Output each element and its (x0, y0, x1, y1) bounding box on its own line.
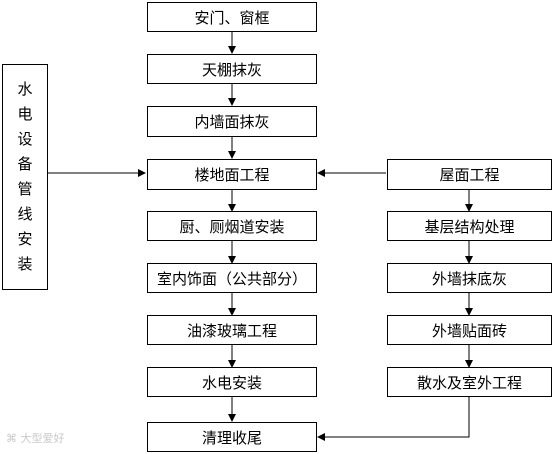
left-box: 水 电 设 备 管 线 安 装 (2, 64, 48, 290)
right-step-5: 散水及室外工程 (387, 367, 552, 397)
right-step-4-label: 外墙贴面砖 (431, 321, 507, 340)
left-box-char: 设 (17, 130, 33, 148)
main-step-9: 清理收尾 (147, 422, 317, 452)
watermark-text: 大型爱好 (20, 432, 65, 445)
watermark-icon: ⌘ (6, 432, 17, 445)
main-step-8-label: 水电安装 (201, 373, 262, 392)
main-step-6-label: 室内饰面（公共部分） (156, 269, 307, 288)
right-step-1-label: 屋面工程 (439, 166, 500, 184)
left-box-char: 备 (17, 155, 33, 173)
left-box-char: 水 (17, 80, 33, 98)
left-box-char: 装 (17, 255, 33, 273)
main-step-1: 安门、窗框 (147, 2, 317, 32)
right-step-2: 基层结构处理 (387, 211, 552, 241)
left-box-char: 电 (17, 105, 33, 123)
main-step-6: 室内饰面（公共部分） (147, 263, 317, 293)
watermark: ⌘ 大型爱好 (6, 430, 65, 446)
main-step-4: 楼地面工程 (147, 159, 317, 190)
main-step-5: 厨、厕烟道安装 (147, 211, 317, 241)
left-box-char: 线 (17, 205, 33, 223)
main-step-9-label: 清理收尾 (201, 428, 262, 447)
main-step-1-label: 安门、窗框 (194, 8, 270, 27)
main-step-4-label: 楼地面工程 (194, 166, 270, 184)
arrow-outdoor-to-cleanup (317, 397, 470, 441)
right-step-4: 外墙贴面砖 (387, 315, 552, 345)
main-step-3-label: 内墙面抹灰 (194, 113, 270, 131)
main-step-7: 油漆玻璃工程 (147, 315, 317, 345)
main-step-8: 水电安装 (147, 367, 317, 397)
right-step-1: 屋面工程 (387, 159, 552, 190)
right-step-3-label: 外墙抹底灰 (431, 269, 507, 288)
main-step-7-label: 油漆玻璃工程 (186, 321, 277, 340)
right-step-2-label: 基层结构处理 (424, 217, 515, 236)
left-box-char: 管 (17, 180, 33, 198)
main-step-2: 天棚抹灰 (147, 54, 317, 84)
right-step-5-label: 散水及室外工程 (416, 373, 522, 392)
right-step-3: 外墙抹底灰 (387, 263, 552, 293)
main-step-3: 内墙面抹灰 (147, 106, 317, 137)
main-step-2-label: 天棚抹灰 (201, 60, 262, 79)
main-step-5-label: 厨、厕烟道安装 (179, 217, 285, 236)
left-box-char: 安 (17, 230, 33, 248)
